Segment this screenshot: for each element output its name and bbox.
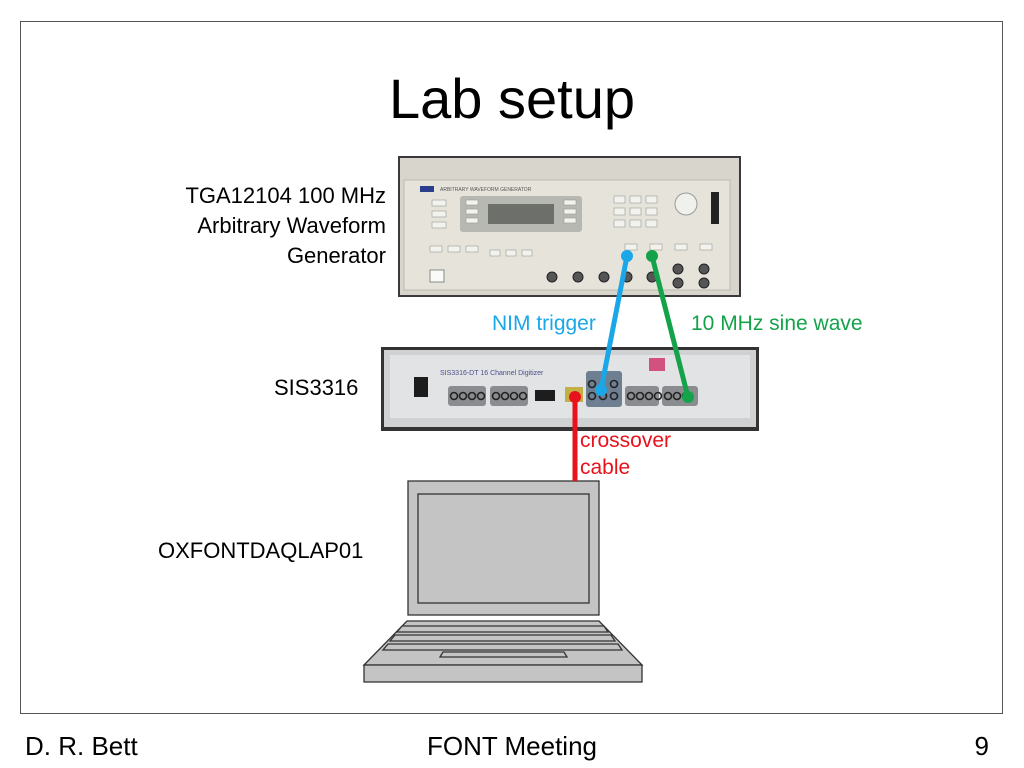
footer-event: FONT Meeting	[426, 731, 597, 761]
footer-page-number: 9	[974, 731, 989, 761]
crossover-label-line: crossover	[580, 429, 672, 452]
laptop-icon	[362, 480, 644, 683]
footer-author: D. R. Bett	[25, 731, 138, 761]
waveform-generator-photo: ARBITRARY WAVEFORM GENERATOR	[398, 156, 741, 297]
slide-frame	[20, 21, 1003, 714]
generator-panel-text: ARBITRARY WAVEFORM GENERATOR	[440, 187, 532, 193]
digitizer-panel-text: SIS3316-DT 16 Channel Digitizer	[440, 370, 544, 377]
nim-trigger-cable	[595, 250, 633, 396]
generator-label-line: TGA12104 100 MHz	[185, 183, 386, 208]
crossover-cable-label: crossover cable	[580, 427, 671, 481]
sine-wave-label: 10 MHz sine wave	[691, 312, 863, 335]
digitizer-photo: SIS3316-DT 16 Channel Digitizer	[381, 347, 759, 431]
crossover-cable	[569, 391, 581, 481]
digitizer-label: SIS3316	[274, 375, 359, 400]
generator-label: TGA12104 100 MHz Arbitrary Waveform Gene…	[126, 181, 386, 271]
sine-wave-cable	[646, 250, 694, 403]
slide-title: Lab setup	[389, 67, 635, 130]
nim-trigger-label: NIM trigger	[492, 312, 596, 335]
generator-label-line: Arbitrary Waveform	[197, 213, 386, 238]
generator-label-line: Generator	[286, 243, 386, 268]
laptop-label: OXFONTDAQLAP01	[158, 538, 364, 563]
crossover-label-line: cable	[580, 456, 631, 479]
